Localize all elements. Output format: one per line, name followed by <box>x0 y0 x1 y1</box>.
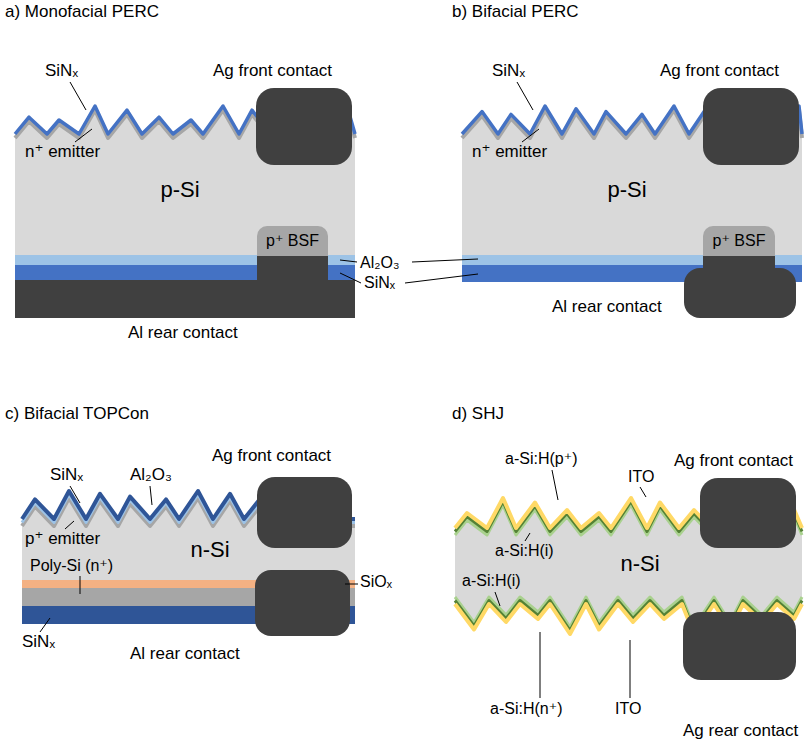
layer-label: SiOₓ <box>360 573 392 591</box>
leader-line <box>345 584 358 585</box>
layer-label: a-Si:H(i) <box>462 572 521 590</box>
leader-line <box>70 82 86 110</box>
leader-line <box>412 259 478 262</box>
leader-line <box>640 487 646 497</box>
panel-title: d) SHJ <box>452 405 504 424</box>
silicon-bulk-region: p-Si <box>150 175 210 205</box>
silver-contact <box>683 612 796 680</box>
region-label: p⁺ BSF <box>266 232 319 250</box>
region-label: p⁺ BSF <box>713 232 766 250</box>
silicon-bulk-region: n-Si <box>610 549 670 579</box>
layer-label: Ag front contact <box>660 62 779 81</box>
layer-label: Al rear contact <box>552 298 662 317</box>
layer-label: n⁺ emitter <box>472 143 547 162</box>
leader-line <box>495 592 500 606</box>
silver-contact <box>256 88 352 165</box>
layer-label: a-Si:H(p⁺) <box>505 450 577 468</box>
silver-contact <box>700 478 796 548</box>
silicon-bulk-region: n-Si <box>180 536 240 565</box>
aluminium-layer <box>15 280 355 318</box>
layer-label: ITO <box>615 700 641 718</box>
leader-line <box>75 129 92 142</box>
layer-label: SiNₓ <box>364 274 395 292</box>
layer-label: Ag front contact <box>212 447 331 466</box>
leader-line <box>65 521 74 529</box>
layer-label: Ag rear contact <box>683 722 798 741</box>
aluminium-contact <box>255 570 350 636</box>
leader-line <box>522 129 539 142</box>
layer-label: Al rear contact <box>128 324 238 343</box>
layer-label: Al₂O₃ <box>360 254 399 272</box>
layer-label: n⁺ emitter <box>25 143 100 162</box>
layer-label: Ag front contact <box>674 452 793 471</box>
aluminium-contact <box>684 268 796 318</box>
leader-line <box>552 470 558 500</box>
panel-title: a) Monofacial PERC <box>5 3 159 22</box>
leader-line <box>630 640 631 698</box>
leader-line <box>340 273 361 283</box>
bsf-region: p⁺ BSF <box>257 226 328 256</box>
region-label: p-Si <box>607 178 646 202</box>
layer-label: a-Si:H(i) <box>495 542 554 560</box>
layer-label: SiNₓ <box>492 62 525 81</box>
layer-label: a-Si:H(n⁺) <box>490 700 562 718</box>
leader-line <box>80 576 81 594</box>
leader-line <box>517 82 533 110</box>
leader-line <box>540 632 541 698</box>
leader-line <box>525 533 530 541</box>
layer-label: ITO <box>628 468 654 486</box>
layer-label: Poly-Si (n⁺) <box>30 557 113 575</box>
layer-label: Al rear contact <box>130 645 240 664</box>
silver-contact <box>703 88 799 165</box>
bsf-region: p⁺ BSF <box>703 226 775 256</box>
region-label: p-Si <box>160 178 199 202</box>
silicon-bulk-region: p-Si <box>597 175 657 205</box>
region-label: n-Si <box>190 538 229 562</box>
layer-label: p⁺ emitter <box>25 530 100 549</box>
leader-line <box>340 260 357 262</box>
leader-line <box>405 274 478 283</box>
leader-line <box>70 486 80 503</box>
panel-title: b) Bifacial PERC <box>452 3 579 22</box>
layer-label: Ag front contact <box>213 62 332 81</box>
silver-contact <box>257 477 352 548</box>
leader-line <box>40 618 50 632</box>
layer-label: SiNₓ <box>45 62 78 81</box>
leader-line <box>150 486 152 505</box>
region-label: n-Si <box>620 552 659 576</box>
layer-label: SiNₓ <box>22 633 55 652</box>
layer-label: SiNₓ <box>50 466 83 485</box>
layer-label: Al₂O₃ <box>130 466 172 485</box>
panel-title: c) Bifacial TOPCon <box>5 405 149 424</box>
